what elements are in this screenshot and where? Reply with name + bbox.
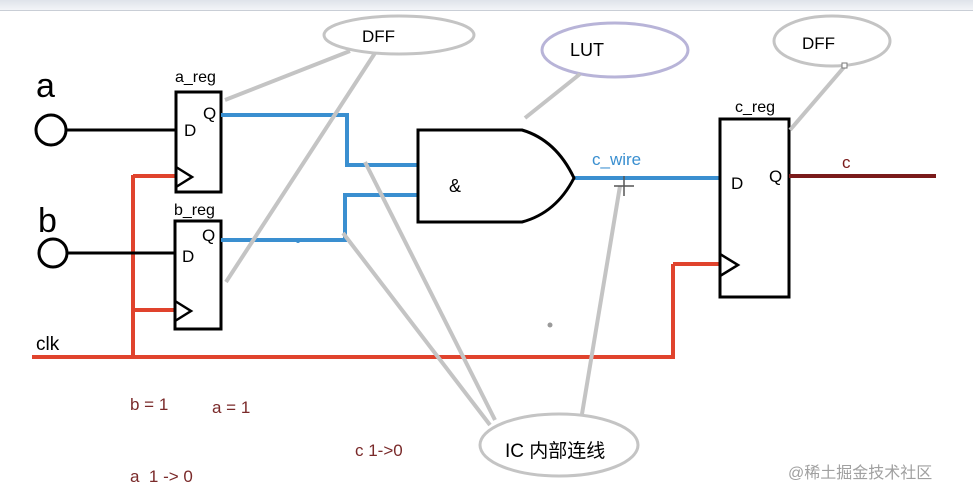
stray-dot-1 (296, 239, 300, 243)
c-reg-name: c_reg (735, 99, 775, 116)
a-reg-q-pin: Q (203, 104, 216, 123)
c-output-label: c (842, 153, 851, 172)
dff-callout-ellipse-1 (322, 14, 476, 56)
input-b (37, 237, 176, 269)
c-reg-box (718, 117, 791, 299)
ic-pointer-2 (341, 231, 492, 427)
dff-callout-ellipse-2 (772, 14, 892, 68)
note-a-eq-1: a = 1 (212, 398, 250, 417)
callout-pointers (224, 49, 847, 427)
input-b-port (37, 237, 69, 269)
b-reg-clock-triangle (174, 299, 194, 323)
lut-callout-text: LUT (570, 40, 604, 60)
watermark: @稀土掘金技术社区 (788, 464, 932, 482)
dff1-pointer-to-b-reg (224, 51, 377, 284)
clk-label: clk (36, 334, 60, 355)
b-reg-box (173, 219, 223, 331)
note-b-eq-1: b = 1 (130, 395, 168, 414)
a-reg-d-pin: D (184, 121, 196, 140)
a-reg-box (174, 90, 223, 194)
b-reg-block (173, 219, 223, 331)
input-a (34, 113, 177, 147)
lut-callout-ellipse (540, 21, 690, 79)
cursor-crosshair-icon (614, 176, 634, 196)
b-q-to-gate-wire (221, 193, 419, 242)
lut-pointer (523, 72, 582, 120)
c-reg-clock-triangle (719, 252, 741, 278)
c-reg-block (718, 117, 791, 299)
input-a-port (34, 113, 68, 147)
input-b-label: b (38, 202, 57, 240)
a-reg-clock-triangle (175, 165, 195, 189)
dff2-pointer (788, 64, 847, 132)
stray-dot-2 (547, 322, 553, 328)
window-top-edge (0, 0, 973, 11)
dff1-pointer-to-a-reg (224, 49, 351, 102)
a-reg-block (174, 90, 223, 194)
dff-callout-text-2: DFF (802, 34, 835, 53)
dff2-pointer-handle (841, 62, 848, 69)
input-a-label: a (36, 67, 55, 105)
b-reg-d-pin: D (182, 247, 194, 266)
note-a-change: a 1 -> 0 (130, 467, 193, 486)
ic-pointer-3 (580, 185, 622, 415)
b-reg-q-pin: Q (202, 226, 215, 245)
c-reg-d-pin: D (731, 174, 743, 193)
ic-callout-ellipse (478, 412, 640, 478)
note-c-change: c 1->0 (355, 441, 403, 460)
c-reg-q-pin: Q (769, 167, 782, 186)
clk-network (32, 174, 722, 359)
a-reg-name: a_reg (175, 69, 216, 86)
ic-pointer-1 (363, 161, 497, 421)
b-reg-name: b_reg (174, 202, 215, 219)
dff-callout-text-1: DFF (362, 27, 395, 46)
gate-symbol: & (449, 176, 461, 196)
ic-callout-text: IC 内部连线 (505, 440, 605, 462)
a-q-to-gate-wire (221, 113, 419, 167)
c-wire-label: c_wire (592, 150, 641, 169)
and-gate (416, 128, 576, 224)
